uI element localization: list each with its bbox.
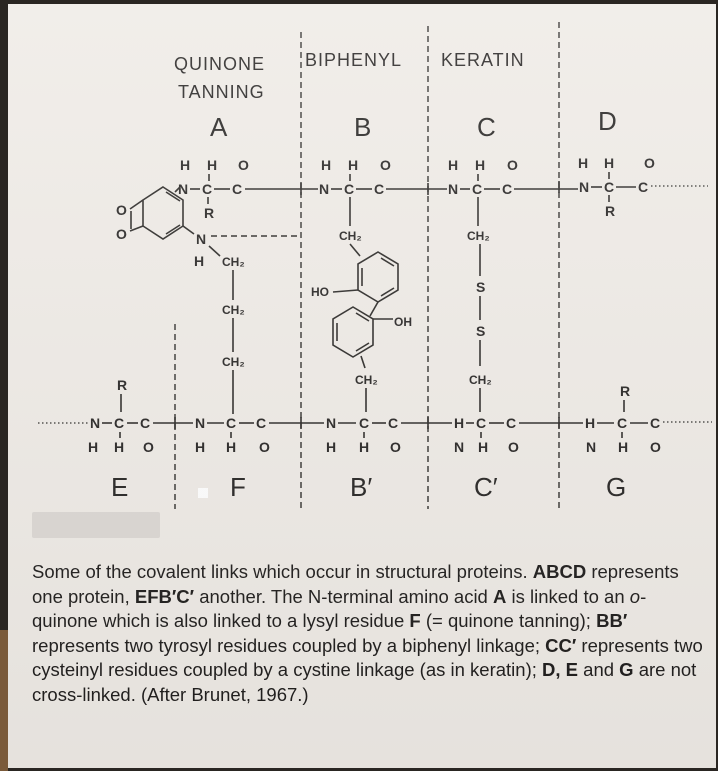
svg-text:H: H xyxy=(578,155,588,171)
svg-text:O: O xyxy=(380,157,391,173)
svg-text:C: C xyxy=(650,415,660,431)
svg-text:C: C xyxy=(617,415,627,431)
svg-text:O: O xyxy=(650,439,661,455)
svg-text:N: N xyxy=(195,415,205,431)
svg-text:N: N xyxy=(448,181,458,197)
svg-text:C: C xyxy=(472,181,482,197)
svg-text:H: H xyxy=(226,439,236,455)
letter-c-prime: C′ xyxy=(474,472,498,502)
header-biphenyl: BIPHENYL xyxy=(305,50,402,70)
svg-text:CH₂: CH₂ xyxy=(222,255,245,269)
svg-text:R: R xyxy=(620,383,630,399)
svg-text:R: R xyxy=(117,377,127,393)
svg-text:H: H xyxy=(475,157,485,173)
white-marker xyxy=(198,488,208,498)
svg-text:H: H xyxy=(448,157,458,173)
svg-text:OH: OH xyxy=(394,315,412,329)
svg-text:O: O xyxy=(507,157,518,173)
svg-text:H: H xyxy=(114,439,124,455)
svg-text:C: C xyxy=(506,415,516,431)
svg-text:C: C xyxy=(604,179,614,195)
svg-text:O: O xyxy=(116,202,127,218)
svg-text:H: H xyxy=(326,439,336,455)
svg-text:H: H xyxy=(618,439,628,455)
svg-text:H: H xyxy=(359,439,369,455)
svg-text:N: N xyxy=(319,181,329,197)
lysyl-chain: CH₂ CH₂ CH₂ xyxy=(222,255,245,414)
figure-caption: Some of the covalent links which occur i… xyxy=(32,561,703,705)
svg-text:N: N xyxy=(178,181,188,197)
svg-text:O: O xyxy=(390,439,401,455)
book-edge xyxy=(0,630,8,771)
svg-text:H: H xyxy=(348,157,358,173)
svg-text:S: S xyxy=(476,323,485,339)
svg-text:H: H xyxy=(604,155,614,171)
svg-text:C: C xyxy=(232,181,242,197)
svg-text:C: C xyxy=(374,181,384,197)
svg-text:C: C xyxy=(359,415,369,431)
structure-diagram: QUINONE TANNING BIPHENYL KERATIN A B C D… xyxy=(38,22,712,509)
svg-text:O: O xyxy=(238,157,249,173)
svg-text:C: C xyxy=(114,415,124,431)
svg-text:H: H xyxy=(207,157,217,173)
svg-text:N: N xyxy=(579,179,589,195)
svg-text:N: N xyxy=(196,231,206,247)
letter-a: A xyxy=(210,112,228,142)
svg-text:C: C xyxy=(256,415,266,431)
bottom-chain: R R N C C N C C N C xyxy=(38,377,712,455)
svg-text:N: N xyxy=(90,415,100,431)
svg-text:O: O xyxy=(644,155,655,171)
svg-text:C: C xyxy=(476,415,486,431)
svg-text:C: C xyxy=(226,415,236,431)
biphenyl-structure: CH₂ HO OH CH₂ xyxy=(311,197,412,412)
letter-d: D xyxy=(598,106,617,136)
svg-text:R: R xyxy=(605,203,615,219)
svg-text:CH₂: CH₂ xyxy=(355,373,378,387)
letter-b-prime: B′ xyxy=(350,472,372,502)
letter-f: F xyxy=(230,472,246,502)
svg-text:H: H xyxy=(454,415,464,431)
svg-text:R: R xyxy=(204,205,214,221)
svg-text:HO: HO xyxy=(311,285,329,299)
svg-text:C: C xyxy=(388,415,398,431)
header-quinone: QUINONE xyxy=(174,54,265,74)
top-chain: H H O H H O H H O H H O N C C N xyxy=(178,155,708,221)
svg-text:C: C xyxy=(502,181,512,197)
quinone-ring: O O N H xyxy=(116,186,298,269)
svg-text:CH₂: CH₂ xyxy=(339,229,362,243)
svg-text:H: H xyxy=(194,253,204,269)
svg-text:CH₂: CH₂ xyxy=(469,373,492,387)
cystine-bridge: CH₂ S S CH₂ xyxy=(467,197,492,412)
svg-text:CH₂: CH₂ xyxy=(222,355,245,369)
svg-text:N: N xyxy=(326,415,336,431)
header-tanning: TANNING xyxy=(178,82,265,102)
svg-text:H: H xyxy=(478,439,488,455)
svg-text:C: C xyxy=(140,415,150,431)
redacted-figure-label xyxy=(32,512,160,538)
svg-text:H: H xyxy=(180,157,190,173)
svg-text:C: C xyxy=(638,179,648,195)
letter-e: E xyxy=(111,472,128,502)
svg-text:O: O xyxy=(116,226,127,242)
letter-c: C xyxy=(477,112,496,142)
svg-text:C: C xyxy=(202,181,212,197)
svg-text:H: H xyxy=(88,439,98,455)
svg-text:H: H xyxy=(321,157,331,173)
book-page: QUINONE TANNING BIPHENYL KERATIN A B C D… xyxy=(8,4,716,768)
header-keratin: KERATIN xyxy=(441,50,525,70)
svg-text:C: C xyxy=(344,181,354,197)
svg-text:H: H xyxy=(585,415,595,431)
svg-text:O: O xyxy=(259,439,270,455)
svg-text:O: O xyxy=(143,439,154,455)
svg-text:N: N xyxy=(586,439,596,455)
svg-text:S: S xyxy=(476,279,485,295)
chemical-structure-figure: QUINONE TANNING BIPHENYL KERATIN A B C D… xyxy=(8,4,716,524)
svg-text:CH₂: CH₂ xyxy=(467,229,490,243)
svg-text:CH₂: CH₂ xyxy=(222,303,245,317)
letter-g: G xyxy=(606,472,626,502)
svg-text:H: H xyxy=(195,439,205,455)
letter-b: B xyxy=(354,112,371,142)
svg-text:N: N xyxy=(454,439,464,455)
svg-text:O: O xyxy=(508,439,519,455)
